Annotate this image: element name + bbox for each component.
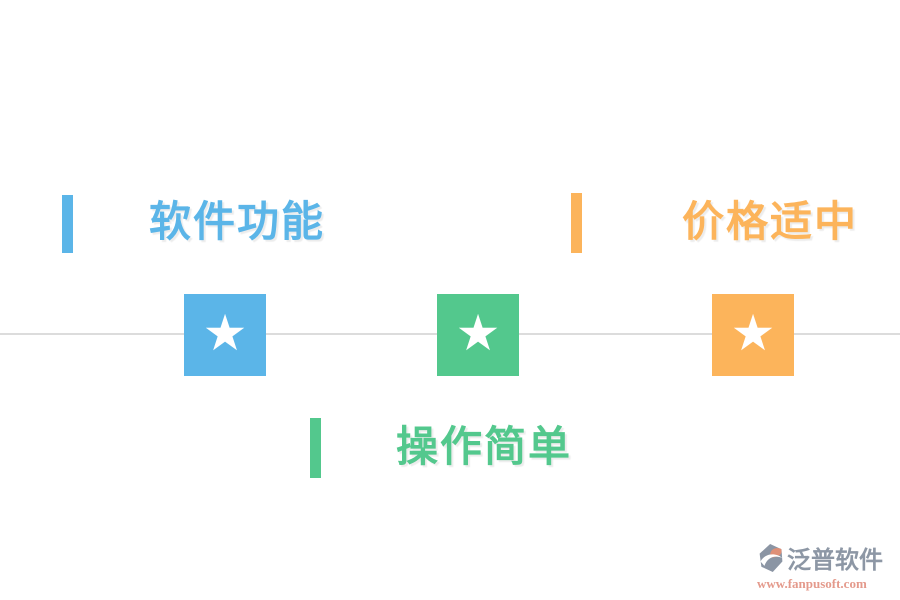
logo-white-swoosh bbox=[760, 553, 783, 566]
star-icon: ★ bbox=[455, 305, 501, 361]
star-tile-green: ★ bbox=[437, 294, 519, 376]
star-tile-blue: ★ bbox=[184, 294, 266, 376]
star-tile-orange: ★ bbox=[712, 294, 794, 376]
star-icon: ★ bbox=[730, 305, 776, 361]
accent-bar-easy-operation bbox=[310, 418, 321, 478]
feature-title-software-features: 软件功能 bbox=[148, 198, 325, 245]
brand-name: 泛普软件 bbox=[787, 545, 883, 574]
accent-bar-reasonable-price bbox=[571, 193, 582, 253]
feature-title-reasonable-price: 价格适中 bbox=[681, 198, 858, 245]
brand-logo: 泛普软件 www.fanpusoft.com bbox=[757, 540, 893, 592]
accent-bar-software-features bbox=[62, 195, 73, 253]
logo-hex-shape bbox=[759, 543, 783, 572]
star-icon: ★ bbox=[202, 305, 248, 361]
feature-title-easy-operation: 操作简单 bbox=[395, 423, 572, 470]
brand-url: www.fanpusoft.com bbox=[757, 576, 867, 591]
fanpu-logo-icon bbox=[757, 543, 785, 573]
